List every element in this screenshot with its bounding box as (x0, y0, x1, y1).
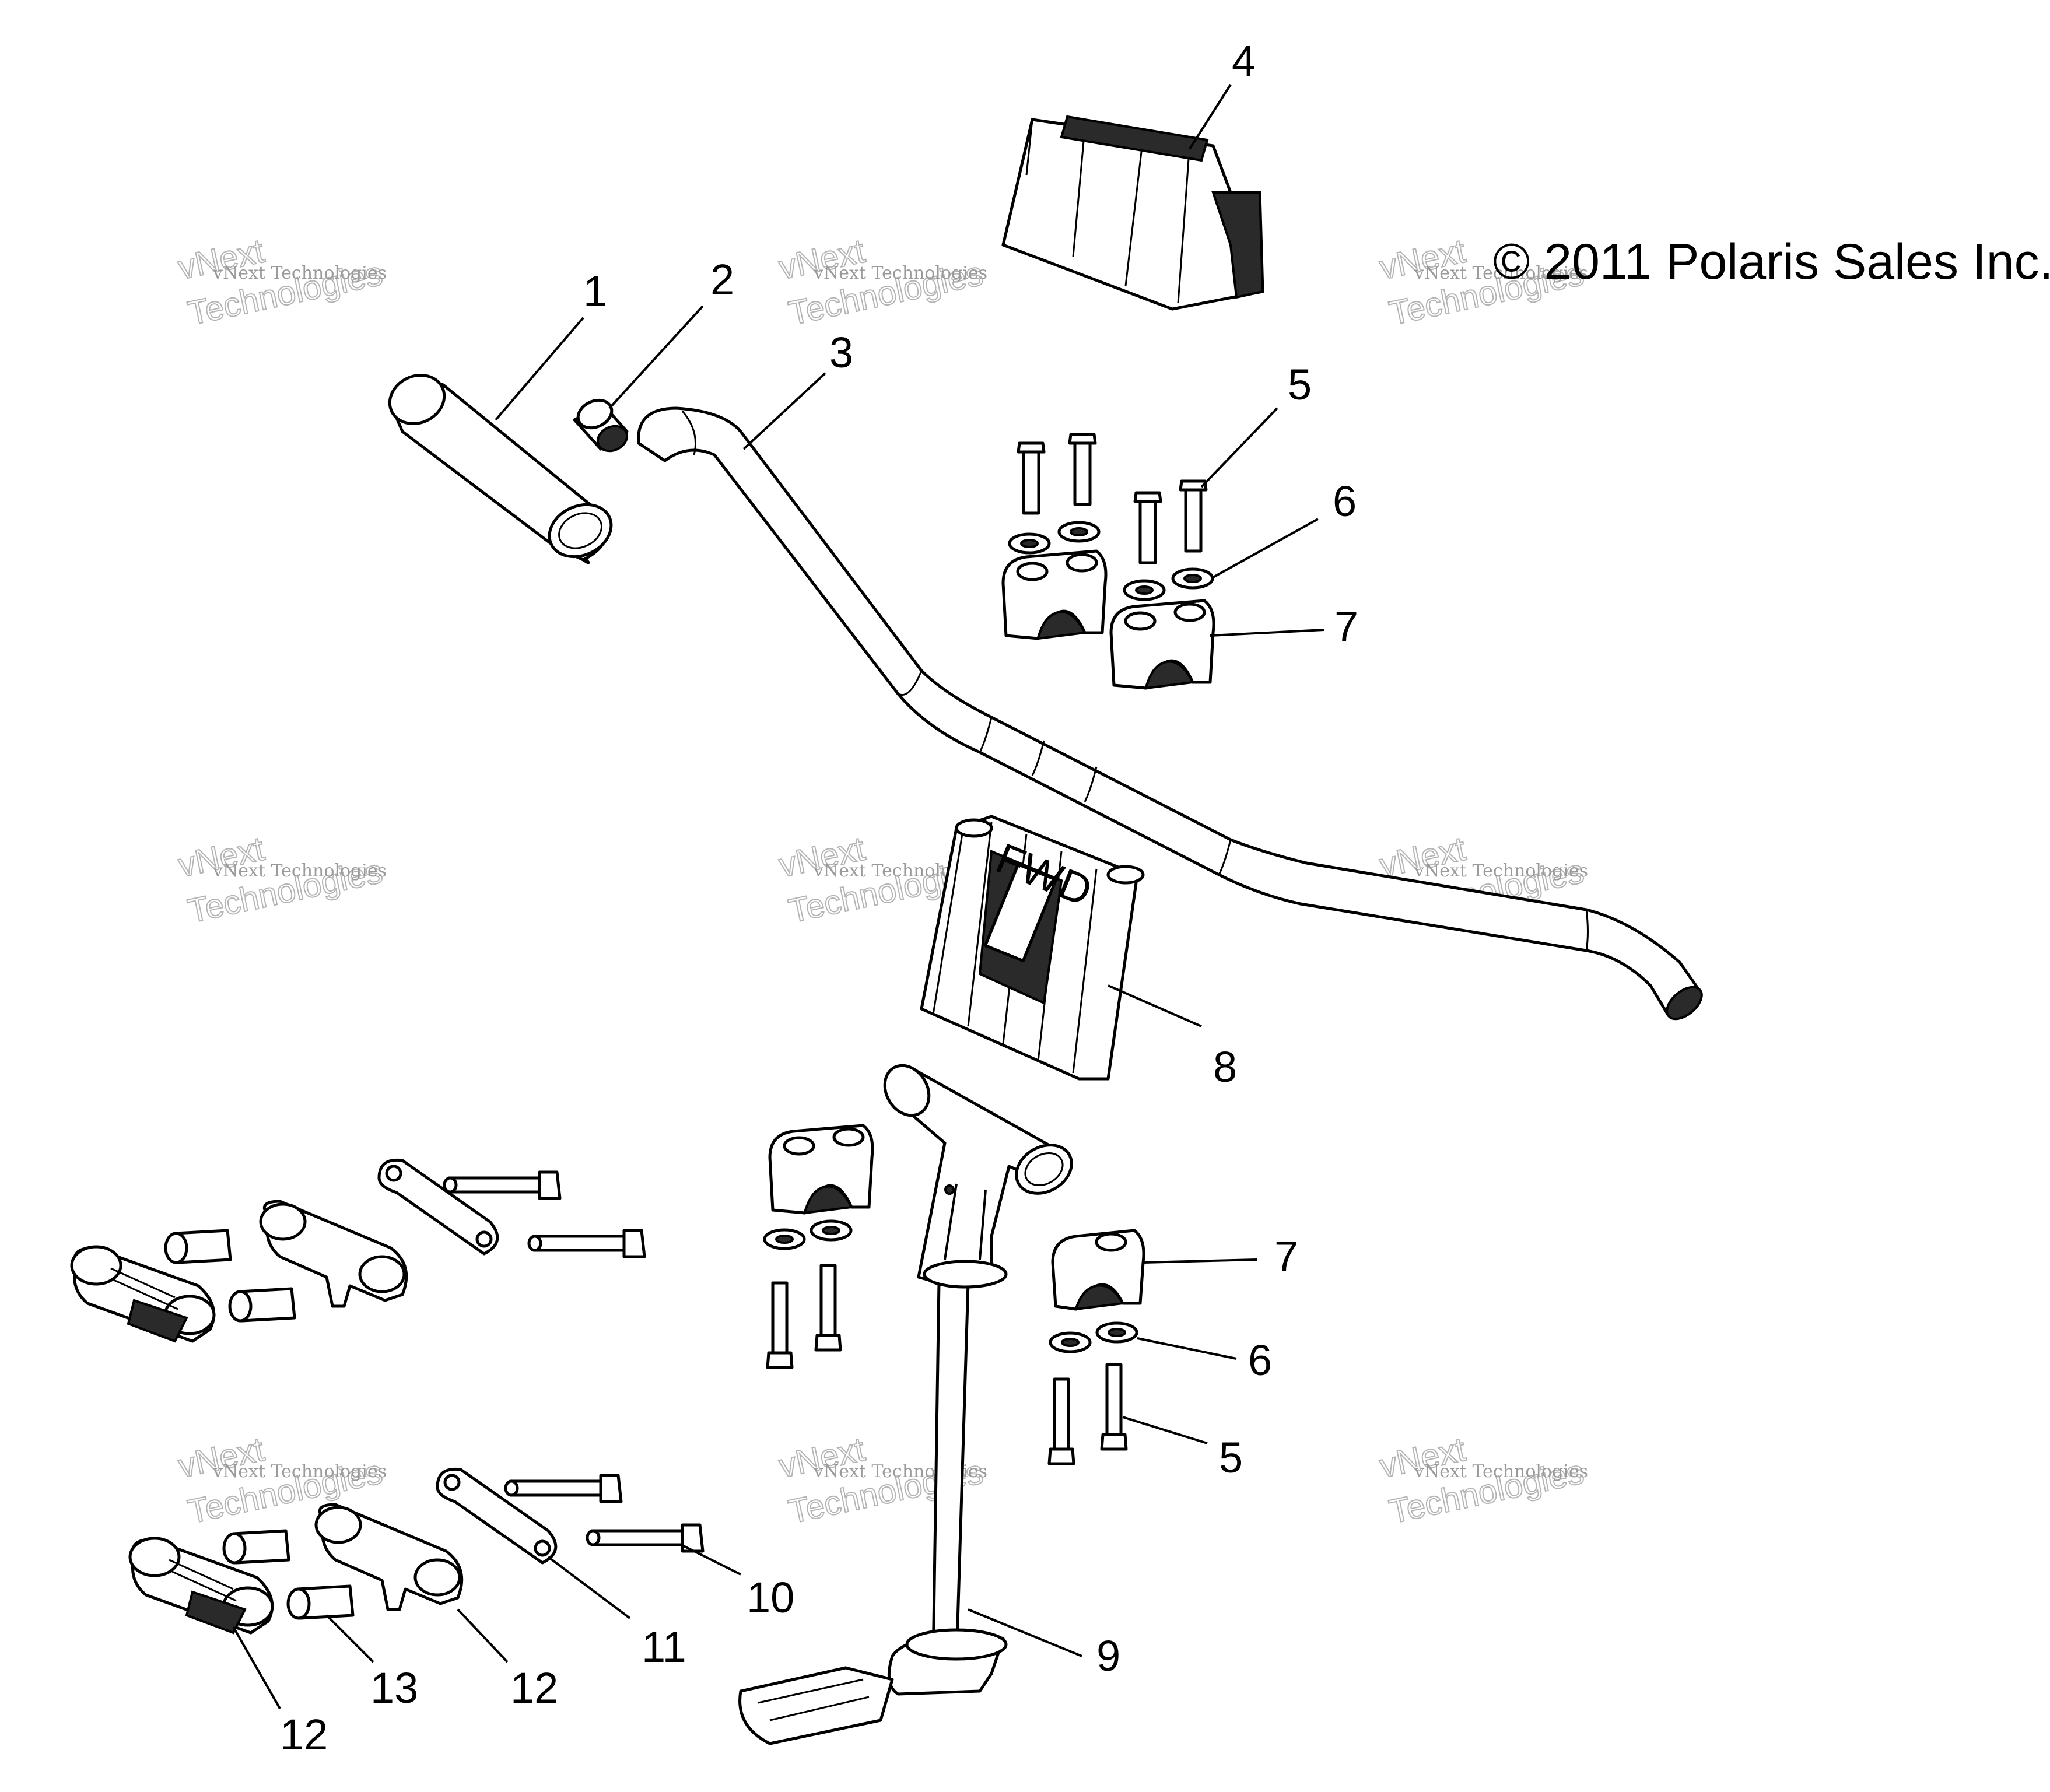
bolt-10-lower-1[interactable] (504, 1474, 623, 1503)
part-2-bar-end-plug[interactable] (573, 395, 632, 455)
callout-3: 3 (829, 328, 853, 377)
callout-7-upper: 7 (1334, 602, 1358, 651)
callout-12-lower: 12 (510, 1664, 558, 1712)
clamp-7-lower-right[interactable] (1051, 1229, 1145, 1311)
watermark-caption: vNext Technologies (212, 1461, 387, 1482)
washer-hole (1020, 539, 1039, 548)
callout-13: 13 (370, 1664, 418, 1712)
spacer-13-lower-1[interactable] (222, 1529, 290, 1565)
riser-12-lower[interactable] (314, 1503, 464, 1611)
watermark-caption: vNext Technologies (813, 263, 987, 283)
spacer-13-upper-2[interactable] (228, 1287, 296, 1323)
callout-4: 4 (1232, 37, 1256, 85)
washer-hole (1183, 574, 1202, 583)
watermark-caption: vNext Technologies (1414, 861, 1588, 881)
bolt-5-lower-left-1[interactable] (766, 1281, 794, 1369)
callout-5-upper: 5 (1288, 360, 1312, 409)
part-1-grip[interactable] (382, 366, 620, 566)
watermark-caption: vNext Technologies (1414, 1461, 1588, 1482)
washer-hole (775, 1235, 794, 1244)
watermark-caption: vNext Technologies (212, 263, 387, 283)
clamp-7-lower-left[interactable] (768, 1124, 874, 1215)
callout-7-lower: 7 (1274, 1232, 1298, 1281)
plate-11-upper[interactable] (377, 1158, 499, 1256)
part-4-handlebar-pad[interactable] (1001, 115, 1264, 311)
callout-11: 11 (642, 1623, 686, 1671)
washer-hole (1061, 1338, 1080, 1347)
bolt-5-lower-left-2[interactable] (814, 1264, 842, 1352)
bolt-5-upper-4[interactable] (1179, 479, 1208, 553)
clamp-7-upper-2[interactable] (1109, 599, 1215, 690)
callouts: 1 2 3 4 5 6 7 8 7 6 5 9 10 11 12 12 13 (280, 37, 1358, 1759)
lower-left-riser-assembly[interactable] (128, 1467, 705, 1635)
lower-left-clamp-assembly[interactable] (763, 1124, 874, 1369)
watermark-caption: vNext Technologies (212, 861, 387, 881)
riser-12-upper[interactable] (259, 1200, 408, 1308)
bolt-10-upper-1[interactable] (443, 1170, 562, 1200)
clamp-7-upper-1[interactable] (1001, 549, 1108, 640)
bolt-5-lower-right-1[interactable] (1047, 1377, 1075, 1465)
callout-1: 1 (583, 267, 607, 315)
bolt-10-upper-2[interactable] (527, 1229, 646, 1258)
bolt-5-lower-right-2[interactable] (1100, 1363, 1128, 1451)
upper-clamp-assembly[interactable] (1001, 433, 1215, 690)
leader-lines (232, 83, 1324, 1709)
callout-8: 8 (1213, 1043, 1237, 1091)
part-8-steering-post-pad[interactable]: FWD (920, 815, 1145, 1081)
watermark-caption: vNext Technologies (1414, 263, 1588, 283)
callout-6-upper: 6 (1333, 477, 1357, 525)
callout-2: 2 (710, 255, 734, 304)
riser-block-12-lower[interactable] (128, 1537, 274, 1635)
bolt-5-upper-2[interactable] (1068, 433, 1097, 506)
plate-11-lower[interactable] (436, 1467, 558, 1565)
callout-12-bottom: 12 (280, 1710, 328, 1759)
upper-left-riser-assembly[interactable] (70, 1158, 646, 1343)
bolt-10-lower-2[interactable] (586, 1523, 705, 1553)
callout-5-lower: 5 (1219, 1433, 1243, 1482)
callout-6-lower: 6 (1248, 1336, 1272, 1384)
spacer-13-lower-2[interactable] (286, 1584, 355, 1620)
lower-right-clamp-assembly[interactable] (1047, 1229, 1145, 1465)
part-3-handlebar[interactable] (637, 406, 1708, 1025)
washer-hole (1070, 527, 1088, 536)
washer-hole (822, 1226, 840, 1235)
copyright-notice: © 2011 Polaris Sales Inc. (1493, 234, 2050, 290)
callout-9: 9 (1096, 1632, 1120, 1680)
washer-hole (1108, 1328, 1126, 1337)
part-9-steering-post[interactable] (738, 1058, 1081, 1745)
washer-hole (1135, 585, 1154, 595)
bolt-5-upper-3[interactable] (1133, 491, 1162, 564)
bolt-5-upper-1[interactable] (1017, 441, 1046, 515)
callout-10: 10 (747, 1573, 794, 1622)
spacer-13-upper-1[interactable] (164, 1229, 232, 1264)
riser-block-12-upper[interactable] (70, 1245, 216, 1343)
